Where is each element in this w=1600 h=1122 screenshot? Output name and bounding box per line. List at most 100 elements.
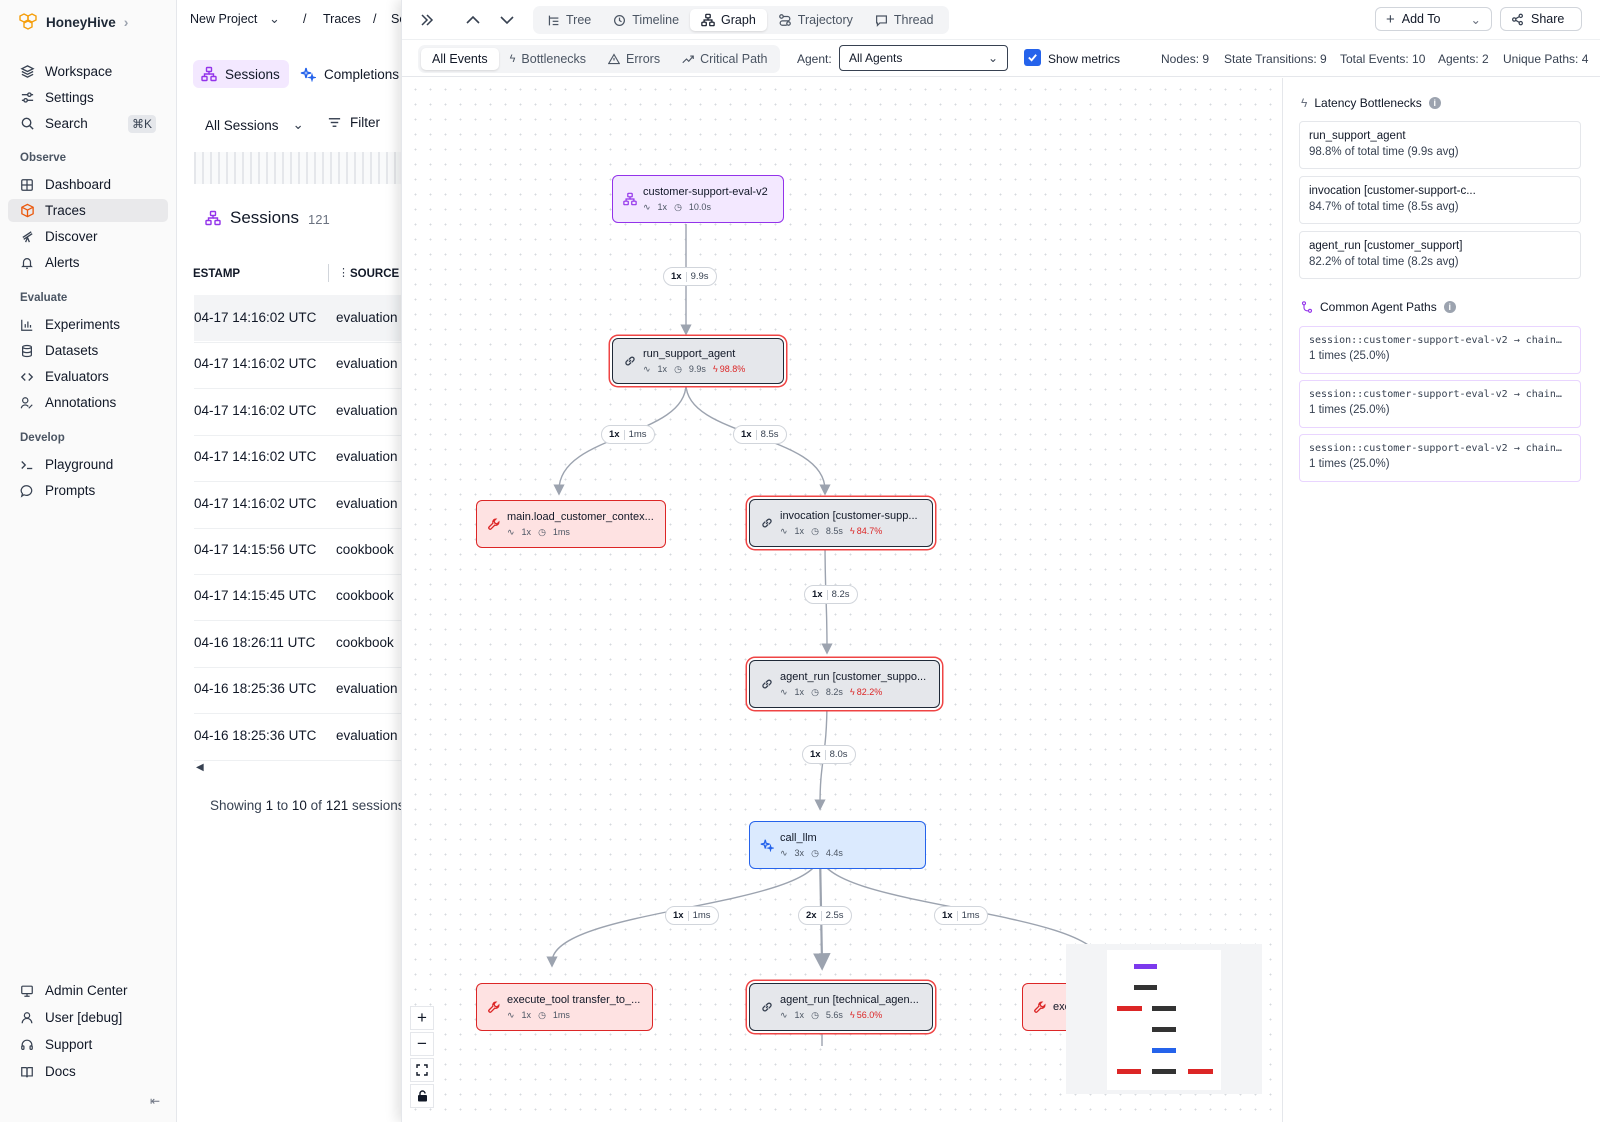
table-row-timestamp[interactable]: 04-16 18:26:11 UTC bbox=[194, 634, 316, 650]
graph-node-load-customer-context[interactable]: main.load_customer_contex... ∿1x◷1ms bbox=[476, 500, 666, 548]
sidebar-item-traces[interactable]: Traces bbox=[8, 199, 168, 222]
sidebar-item-user[interactable]: User [debug] bbox=[8, 1006, 168, 1029]
table-row-timestamp[interactable]: 04-17 14:16:02 UTC bbox=[194, 310, 317, 325]
filter-all-events[interactable]: All Events bbox=[421, 48, 499, 70]
session-scope-select[interactable]: All Sessions ⌄ bbox=[205, 117, 304, 133]
agent-path-card[interactable]: session::customer-support-eval-v2 → chai… bbox=[1299, 326, 1581, 374]
terminal-icon bbox=[19, 457, 35, 473]
table-row-source[interactable]: cookbook bbox=[336, 634, 394, 650]
pulse-icon: ∿ bbox=[780, 525, 788, 536]
table-row-timestamp[interactable]: 04-16 18:25:36 UTC bbox=[194, 727, 317, 743]
column-header-source[interactable]: SOURCE bbox=[350, 268, 400, 280]
table-row-source[interactable]: cookbook bbox=[336, 588, 394, 604]
sidebar-item-settings[interactable]: Settings bbox=[8, 86, 168, 109]
agent-select[interactable]: All Agents ⌄ bbox=[839, 45, 1008, 71]
table-row-timestamp[interactable]: 04-16 18:25:36 UTC bbox=[194, 681, 317, 697]
table-row-source[interactable]: evaluation bbox=[336, 449, 398, 465]
tab-trajectory[interactable]: Trajectory bbox=[767, 9, 864, 31]
sidebar-item-dashboard[interactable]: Dashboard bbox=[8, 173, 168, 196]
collapse-sidebar-icon[interactable]: ⇤ bbox=[150, 1094, 161, 1108]
sidebar-item-discover[interactable]: Discover bbox=[8, 225, 168, 248]
honeyhive-logo-icon bbox=[18, 12, 38, 32]
bottleneck-card[interactable]: agent_run [customer_support]82.2% of tot… bbox=[1299, 231, 1581, 279]
info-icon[interactable]: i bbox=[1428, 97, 1441, 109]
minimap-viewport[interactable] bbox=[1107, 950, 1221, 1090]
table-row-timestamp[interactable]: 04-17 14:16:02 UTC bbox=[194, 495, 317, 511]
breadcrumb-traces[interactable]: Traces bbox=[323, 12, 361, 26]
section-title: Common Agent Paths bbox=[1320, 300, 1437, 314]
filter-button[interactable]: Filter bbox=[327, 115, 380, 130]
tab-timeline[interactable]: Timeline bbox=[602, 9, 690, 31]
table-row-source[interactable]: evaluation bbox=[336, 681, 398, 697]
sidebar-item-prompts[interactable]: Prompts bbox=[8, 479, 168, 502]
add-to-button[interactable]: + Add To ⌄ bbox=[1375, 7, 1492, 31]
tab-completions[interactable]: Completions bbox=[300, 60, 399, 88]
scroll-left-icon[interactable]: ◀ bbox=[196, 762, 204, 773]
graph-canvas[interactable]: customer-support-eval-v2 ∿1x◷10.0s run_s… bbox=[402, 78, 1282, 1122]
chevron-down-icon[interactable]: ⌄ bbox=[269, 11, 280, 26]
breadcrumb-project[interactable]: New Project bbox=[190, 12, 258, 26]
column-menu-icon[interactable]: ⋮ bbox=[338, 267, 349, 279]
zoom-out-button[interactable]: − bbox=[410, 1032, 434, 1056]
table-row-source[interactable]: evaluation bbox=[336, 402, 398, 418]
show-metrics-checkbox[interactable] bbox=[1024, 49, 1041, 66]
info-icon[interactable]: i bbox=[1443, 301, 1456, 313]
table-row-timestamp[interactable]: 04-17 14:16:02 UTC bbox=[194, 449, 317, 465]
table-row-source[interactable]: evaluation bbox=[336, 727, 398, 743]
previous-trace-icon[interactable] bbox=[465, 13, 481, 27]
column-divider[interactable] bbox=[328, 264, 329, 282]
share-button[interactable]: Share bbox=[1500, 7, 1582, 31]
tab-thread[interactable]: Thread bbox=[864, 9, 945, 31]
lock-button[interactable] bbox=[410, 1084, 434, 1108]
next-trace-icon[interactable] bbox=[499, 13, 515, 27]
filter-critical-path[interactable]: Critical Path bbox=[671, 48, 778, 70]
filter-errors[interactable]: Errors bbox=[597, 48, 671, 70]
table-row-timestamp[interactable]: 04-17 14:16:02 UTC bbox=[194, 402, 317, 418]
agent-path-card[interactable]: session::customer-support-eval-v2 → chai… bbox=[1299, 380, 1581, 428]
table-row-timestamp[interactable]: 04-17 14:15:56 UTC bbox=[194, 542, 317, 557]
minimap[interactable] bbox=[1066, 944, 1262, 1094]
tab-graph[interactable]: Graph bbox=[690, 9, 767, 31]
node-time: 5.6s bbox=[825, 1010, 843, 1020]
sidebar-item-playground[interactable]: Playground bbox=[8, 453, 168, 476]
tab-sessions[interactable]: Sessions bbox=[193, 60, 289, 88]
table-row-timestamp[interactable]: 04-17 14:15:45 UTC bbox=[194, 588, 317, 604]
sessions-panel: New Project ⌄ / Traces / Se bbox=[177, 0, 407, 1122]
fit-view-button[interactable] bbox=[410, 1058, 434, 1082]
zoom-in-button[interactable]: + bbox=[410, 1006, 434, 1030]
graph-node-session[interactable]: customer-support-eval-v2 ∿1x◷10.0s bbox=[612, 175, 784, 223]
table-row-source[interactable]: evaluation bbox=[336, 495, 398, 511]
column-header-timestamp[interactable]: ESTAMP bbox=[193, 268, 241, 280]
graph-node-execute-tool-transfer[interactable]: execute_tool transfer_to_... ∿1x◷1ms bbox=[476, 983, 653, 1031]
sidebar-item-alerts[interactable]: Alerts bbox=[8, 251, 168, 274]
sidebar-item-support[interactable]: Support bbox=[8, 1033, 168, 1056]
tab-tree[interactable]: Tree bbox=[536, 9, 602, 31]
sidebar-item-docs[interactable]: Docs bbox=[8, 1060, 168, 1083]
sidebar-item-admin-center[interactable]: Admin Center bbox=[8, 979, 168, 1002]
sidebar-item-annotations[interactable]: Annotations bbox=[8, 391, 168, 414]
sidebar-item-search[interactable]: Search ⌘K bbox=[8, 112, 168, 135]
graph-node-call-llm[interactable]: call_llm ∿3x◷4.4s bbox=[749, 821, 926, 869]
sidebar-item-workspace[interactable]: Workspace bbox=[8, 60, 168, 83]
bottleneck-name: invocation [customer-support-c... bbox=[1309, 185, 1476, 197]
show-metrics-label[interactable]: Show metrics bbox=[1048, 52, 1121, 66]
row-divider bbox=[194, 574, 407, 575]
bottleneck-card[interactable]: invocation [customer-support-c...84.7% o… bbox=[1299, 176, 1581, 224]
table-row-source[interactable]: evaluation bbox=[336, 310, 398, 325]
table-row-timestamp[interactable]: 04-17 14:16:02 UTC bbox=[194, 356, 317, 372]
sidebar-item-evaluators[interactable]: Evaluators bbox=[8, 365, 168, 388]
agent-path-card[interactable]: session::customer-support-eval-v2 → chai… bbox=[1299, 434, 1581, 482]
table-row-source[interactable]: evaluation bbox=[336, 356, 398, 372]
expand-drawer-icon[interactable] bbox=[419, 12, 435, 28]
sidebar-item-experiments[interactable]: Experiments bbox=[8, 313, 168, 336]
brand[interactable]: HoneyHive › bbox=[18, 12, 128, 32]
sidebar-item-datasets[interactable]: Datasets bbox=[8, 339, 168, 362]
table-row-source[interactable]: cookbook bbox=[336, 542, 394, 557]
